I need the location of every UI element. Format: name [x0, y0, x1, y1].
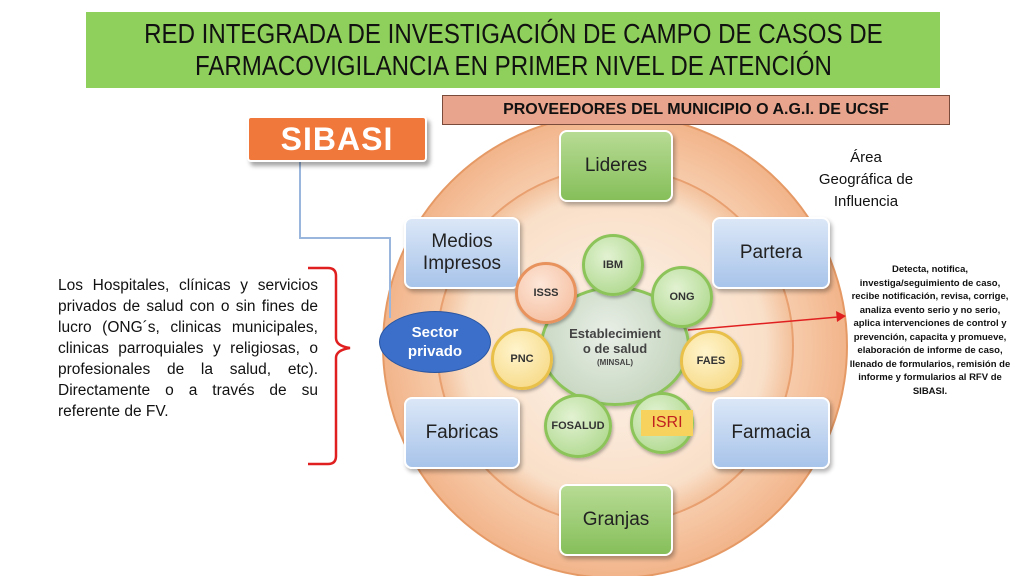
- center-subtitle: (MINSAL): [597, 357, 633, 367]
- title-line-1: RED INTEGRADA DE INVESTIGACIÓN DE CAMPO …: [143, 18, 883, 49]
- sector-line-2: privado: [407, 343, 463, 360]
- left-curly-brace: [308, 266, 351, 466]
- sibasi-connector-line: [299, 158, 391, 318]
- sector-privado-oval: Sector privado: [379, 311, 491, 373]
- area-line-2: Geográfica de: [818, 171, 914, 188]
- providers-header: PROVEEDORES DEL MUNICIPIO O A.G.I. DE UC…: [442, 95, 950, 125]
- box-medios-impresos: Medios Impresos: [404, 217, 520, 289]
- center-line-2: o de salud: [582, 340, 648, 356]
- box-partera: Partera: [712, 217, 830, 289]
- title-line-2: FARMACOVIGILANCIA EN PRIMER NIVEL DE ATE…: [194, 50, 832, 81]
- sector-line-1: Sector: [411, 324, 459, 341]
- diagram-title: RED INTEGRADA DE INVESTIGACIÓN DE CAMPO …: [144, 18, 883, 82]
- circle-ong: ONG: [651, 266, 713, 328]
- isri-label: ISRI: [641, 410, 693, 436]
- circle-ibm: IBM: [582, 234, 644, 296]
- notification-arrow-line: [687, 316, 839, 331]
- activities-description: Detecta, notifica, investiga/seguimiento…: [849, 264, 1011, 397]
- box-granjas: Granjas: [559, 484, 673, 556]
- influence-area-label: Área Geográfica de Influencia: [806, 147, 926, 213]
- circle-isss: ISSS: [515, 262, 577, 324]
- private-sector-description: Los Hospitales, clínicas y servicios pri…: [58, 277, 318, 420]
- medios-line-2: Impresos: [422, 253, 502, 274]
- circle-faes: FAES: [680, 330, 742, 392]
- title-banner: RED INTEGRADA DE INVESTIGACIÓN DE CAMPO …: [86, 12, 940, 88]
- medios-line-1: Medios: [431, 231, 493, 252]
- sibasi-badge: SIBASI: [247, 116, 427, 162]
- circle-fosalud: FOSALUD: [544, 394, 612, 458]
- area-line-3: Influencia: [833, 193, 899, 210]
- box-farmacia: Farmacia: [712, 397, 830, 469]
- notification-arrowhead: [836, 311, 846, 322]
- circle-pnc: PNC: [491, 328, 553, 390]
- area-line-1: Área: [850, 149, 882, 166]
- box-lideres: Lideres: [559, 130, 673, 202]
- box-fabricas: Fabricas: [404, 397, 520, 469]
- center-line-1: Establecimient: [569, 325, 661, 341]
